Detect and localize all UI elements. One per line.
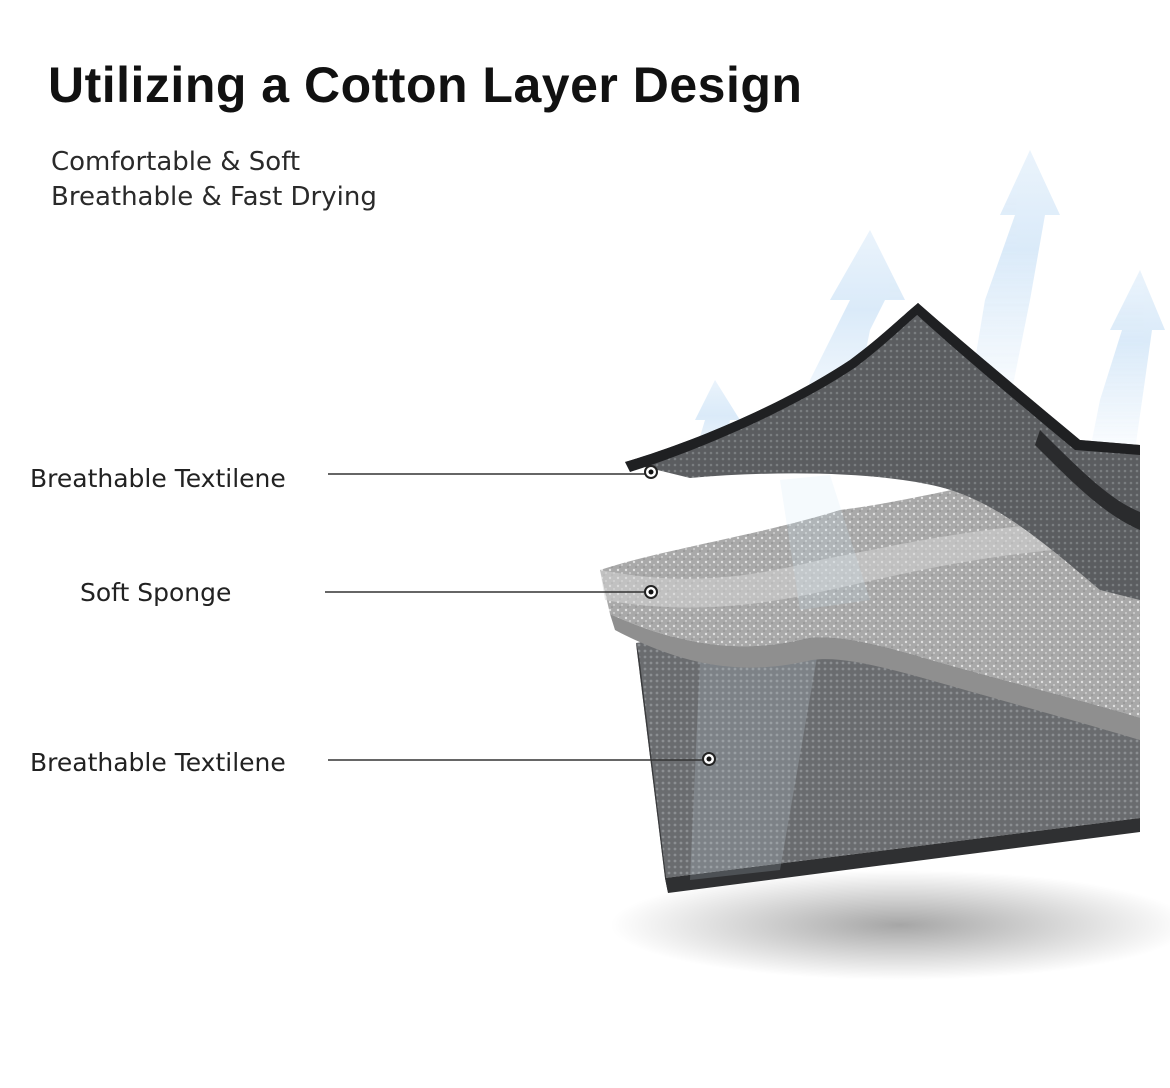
- label-bottom-textilene: Breathable Textilene: [30, 748, 286, 777]
- layer-shadow: [610, 870, 1170, 980]
- label-soft-sponge: Soft Sponge: [80, 578, 232, 607]
- feature-comfortable: Comfortable & Soft: [51, 147, 301, 177]
- callout-bottom: [328, 752, 716, 766]
- top-textilene-layer: [625, 303, 1140, 610]
- callout-mid: [325, 585, 658, 599]
- callout-top: [328, 465, 658, 479]
- page-title: Utilizing a Cotton Layer Design: [48, 57, 803, 113]
- label-top-textilene: Breathable Textilene: [30, 464, 286, 493]
- feature-breathable: Breathable & Fast Drying: [51, 182, 377, 212]
